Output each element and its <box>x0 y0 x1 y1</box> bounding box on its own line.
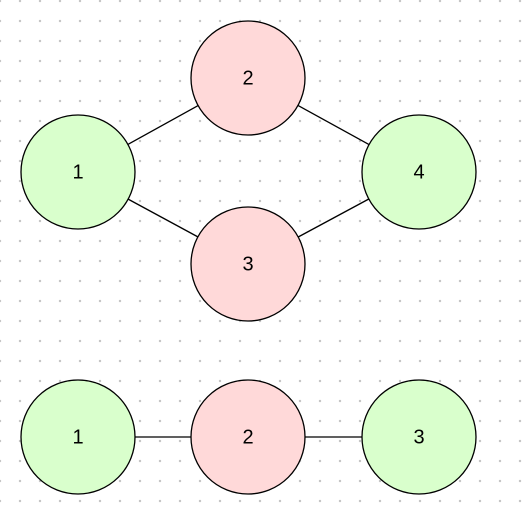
graph-2-node-1-label: 1 <box>72 426 83 448</box>
graph-1-edge-3-4 <box>297 198 370 238</box>
graph-2-node-3-circle <box>361 379 477 495</box>
nodes-layer: 1 2 3 4 1 2 3 <box>20 20 477 495</box>
graph-2-node-1: 1 <box>20 379 136 495</box>
edges-layer <box>127 104 370 438</box>
graph-1-node-3-circle <box>190 206 306 322</box>
graph-1-node-4-circle <box>361 114 477 230</box>
graph-1-edge-2-4 <box>297 104 370 146</box>
graph-1-node-4-label: 4 <box>413 161 424 183</box>
graph-1-edge-1-3 <box>127 198 199 238</box>
graph-2-node-2: 2 <box>190 379 306 495</box>
graph-1-node-2-label: 2 <box>242 67 253 89</box>
graph-1-node-2: 2 <box>190 20 306 136</box>
graph-1-node-1: 1 <box>20 114 136 230</box>
graph-2-node-3-label: 3 <box>413 426 424 448</box>
graph-2-node-3: 3 <box>361 379 477 495</box>
graph-1-node-3: 3 <box>190 206 306 322</box>
graph-2-node-2-label: 2 <box>242 426 253 448</box>
graph-1-node-1-label: 1 <box>72 161 83 183</box>
graph-1-node-4: 4 <box>361 114 477 230</box>
graph-2-node-1-circle <box>20 379 136 495</box>
graph-1-node-3-label: 3 <box>242 253 253 275</box>
graph-1-node-2-circle <box>190 20 306 136</box>
graph-1-node-1-circle <box>20 114 136 230</box>
graph-2-node-2-circle <box>190 379 306 495</box>
graph-1-edge-1-2 <box>127 105 199 145</box>
